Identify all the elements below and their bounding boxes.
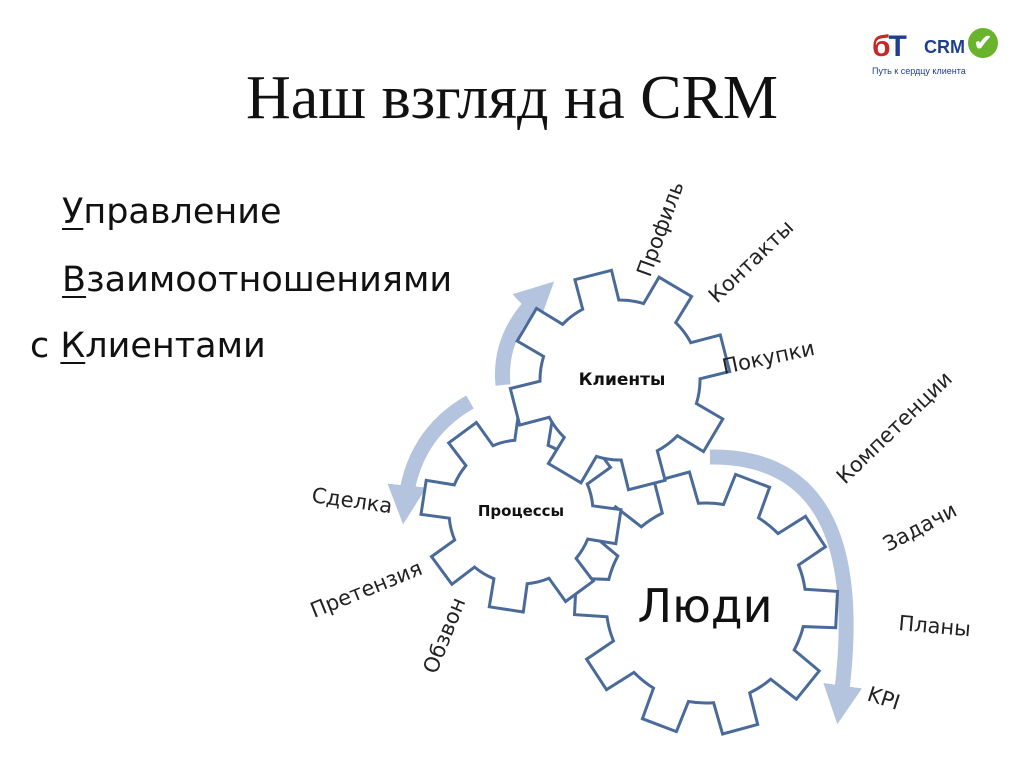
logo-mark-b: б — [872, 30, 890, 63]
body-word: лиентами — [85, 326, 266, 366]
cycle-arrow — [709, 449, 863, 725]
logo-mark-t: Т — [888, 30, 907, 63]
word-competencies: Компетенции — [832, 367, 957, 489]
word-profile: Профиль — [632, 178, 689, 280]
logo-tagline: Путь к сердцу клиента — [872, 66, 966, 76]
logo: бТ CRM ✔ Путь к сердцу клиента — [872, 28, 1002, 80]
word-purchases: Покупки — [720, 336, 817, 379]
body-word: заимоотношениями — [86, 260, 453, 300]
word-kpi: KPI — [864, 682, 902, 715]
word-tasks: Задачи — [879, 498, 961, 557]
cycle-arrow — [494, 281, 555, 386]
gear-people — [572, 470, 840, 736]
word-contacts: Контакты — [704, 215, 798, 307]
word-claim: Претензия — [307, 556, 426, 623]
gear-label-clients: Клиенты — [579, 370, 666, 390]
logo-crm-text: CRM — [924, 37, 965, 57]
word-plans: Планы — [898, 611, 972, 641]
logo-mark: бТ — [872, 30, 907, 64]
word-call: Обзвон — [418, 594, 470, 677]
body-initial: У — [62, 192, 84, 232]
body-prefix: с — [30, 326, 61, 366]
cycle-arrow — [387, 395, 474, 525]
gear-label-people: Люди — [637, 579, 772, 633]
checkmark-icon: ✔ — [968, 28, 998, 58]
gear-label-processes: Процессы — [478, 502, 564, 520]
slide-title: Наш взгляд на CRM — [245, 64, 779, 132]
body-initial: В — [62, 260, 87, 300]
gear-clients — [508, 268, 732, 492]
body-line-management: Управление — [62, 190, 282, 234]
body-line-relationships: Взаимоотношениями — [62, 258, 452, 302]
body-word: правление — [83, 192, 282, 232]
body-line-customers: с Клиентами — [30, 324, 266, 368]
word-deal: Сделка — [310, 483, 394, 518]
body-initial: К — [60, 326, 86, 366]
